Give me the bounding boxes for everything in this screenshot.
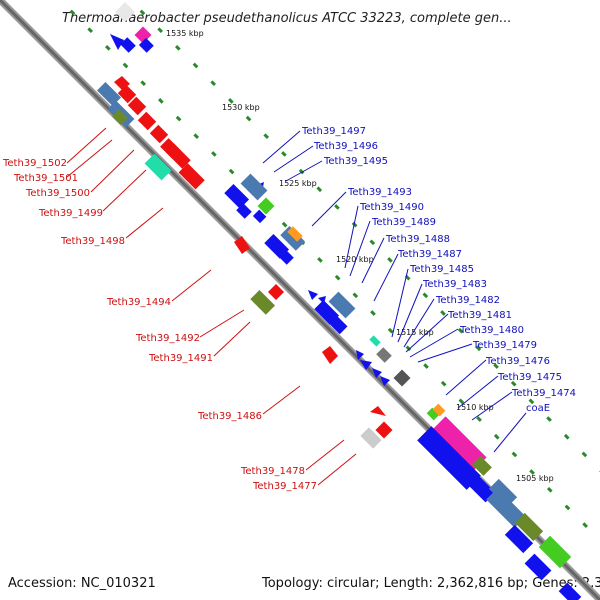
gene-label-teth39-1476: Teth39_1476 (485, 356, 550, 367)
right-leader-lines (262, 130, 527, 453)
gene-box-steelblue (488, 478, 518, 508)
right-gene-labels: Teth39_1497 Teth39_1496 Teth39_1495 Teth… (301, 126, 576, 414)
scale-1530: 1530 kbp (222, 103, 260, 112)
gene-label-teth39-1502: Teth39_1502 (2, 158, 67, 169)
gene-label-teth39-1477: Teth39_1477 (252, 481, 317, 492)
gene-box-blue (252, 209, 267, 224)
gene-label-teth39-1485: Teth39_1485 (409, 264, 474, 275)
gene-arrow-red (234, 236, 250, 254)
gene-box-gray (376, 347, 392, 363)
gene-label-teth39-1496: Teth39_1496 (313, 141, 378, 152)
map-title: Thermoanaerobacter pseudethanolicus ATCC… (62, 11, 512, 26)
gene-label-teth39-1489: Teth39_1489 (371, 217, 436, 228)
gene-label-teth39-1475: Teth39_1475 (497, 372, 562, 383)
gene-arrow-blue (110, 34, 124, 50)
gene-box-olive (514, 512, 544, 542)
gene-features (96, 2, 582, 600)
gene-label-teth39-1497: Teth39_1497 (301, 126, 366, 137)
gene-arrow-blue (360, 360, 372, 370)
gene-box-olive (472, 456, 492, 476)
gene-label-teth39-1495: Teth39_1495 (323, 156, 388, 167)
gene-box-steelblue (280, 225, 306, 251)
gene-box-steelblue (486, 488, 526, 528)
gene-label-coae: coaE (526, 403, 550, 414)
gene-box-lightgray (360, 427, 382, 449)
gene-label-teth39-1478: Teth39_1478 (240, 466, 305, 477)
scale-1510: 1510 kbp (456, 403, 494, 412)
gene-box-blue (468, 475, 496, 503)
gene-arrow-blue (380, 376, 390, 386)
gene-box-blue (314, 299, 340, 325)
gene-label-teth39-1492: Teth39_1492 (135, 333, 200, 344)
gene-arrow-red (322, 346, 338, 364)
gene-box-red (178, 163, 205, 190)
gene-box-green (257, 197, 275, 215)
gene-box-red (149, 124, 169, 144)
gene-label-teth39-1481: Teth39_1481 (447, 310, 512, 321)
gene-label-teth39-1480: Teth39_1480 (459, 325, 524, 336)
gene-label-teth39-1491: Teth39_1491 (148, 353, 213, 364)
scale-1515: 1515 kbp (396, 328, 434, 337)
gene-box-steelblue (240, 173, 268, 201)
gene-box-blue (417, 426, 481, 490)
left-leader-lines (66, 127, 357, 486)
gene-label-teth39-1482: Teth39_1482 (435, 295, 500, 306)
scale-1535: 1535 kbp (166, 29, 204, 38)
gene-label-teth39-1493: Teth39_1493 (347, 187, 412, 198)
scale-1505: 1505 kbp (516, 474, 554, 483)
scale-1525: 1525 kbp (279, 179, 317, 188)
topology-text: Topology: circular; Length: 2,362,816 bp… (261, 576, 600, 591)
gene-box-blue (524, 553, 552, 581)
gene-label-teth39-1483: Teth39_1483 (422, 279, 487, 290)
gene-box-red (375, 421, 393, 439)
gene-box-green (426, 407, 440, 421)
gene-arrow-red (370, 406, 386, 416)
gene-box-blue (138, 37, 154, 53)
gene-box-magenta (431, 416, 487, 472)
left-gene-labels: Teth39_1502 Teth39_1501 Teth39_1500 Teth… (2, 158, 317, 492)
gene-box-orange (432, 403, 446, 417)
gene-box-blue (329, 316, 348, 335)
gene-label-teth39-1479: Teth39_1479 (472, 340, 537, 351)
gene-box-olive (112, 109, 128, 125)
gene-box-blue (504, 524, 534, 554)
gene-box-red (127, 96, 147, 116)
gene-box-teal (369, 335, 381, 347)
gene-label-teth39-1490: Teth39_1490 (359, 202, 424, 213)
gene-box-gray (393, 369, 411, 387)
gene-label-teth39-1494: Teth39_1494 (106, 297, 171, 308)
gene-label-teth39-1499: Teth39_1499 (38, 208, 103, 219)
gene-box-blue (224, 183, 250, 209)
gene-box-teal (144, 153, 172, 181)
gene-label-teth39-1501: Teth39_1501 (13, 173, 78, 184)
scale-1520: 1520 kbp (336, 255, 374, 264)
gene-box-steelblue (328, 291, 356, 319)
gene-box-red (117, 84, 137, 104)
gene-label-teth39-1488: Teth39_1488 (385, 234, 450, 245)
gene-box-blue (236, 203, 252, 219)
scale-labels: 1535 kbp 1530 kbp 1525 kbp 1520 kbp 1515… (166, 29, 554, 483)
gene-box-steelblue (96, 81, 122, 107)
accession-text: Accession: NC_010321 (8, 576, 156, 591)
gene-arrow-red (268, 284, 284, 300)
gene-label-teth39-1474: Teth39_1474 (511, 388, 576, 399)
gene-box-olive (250, 289, 276, 315)
gene-box-blue (278, 249, 294, 265)
gene-arrow-blue (372, 368, 382, 378)
gene-box-blue (120, 37, 136, 53)
gene-box-green (538, 535, 572, 569)
gene-box-orange (287, 226, 303, 242)
gene-label-teth39-1498: Teth39_1498 (60, 236, 125, 247)
gene-arrow-blue (356, 350, 364, 360)
gene-box-red (165, 143, 191, 169)
gene-label-teth39-1500: Teth39_1500 (25, 188, 90, 199)
gene-arrow-blue (308, 290, 318, 300)
gene-label-teth39-1486: Teth39_1486 (197, 411, 262, 422)
gene-label-teth39-1487: Teth39_1487 (397, 249, 462, 260)
gene-box-red (137, 111, 157, 131)
